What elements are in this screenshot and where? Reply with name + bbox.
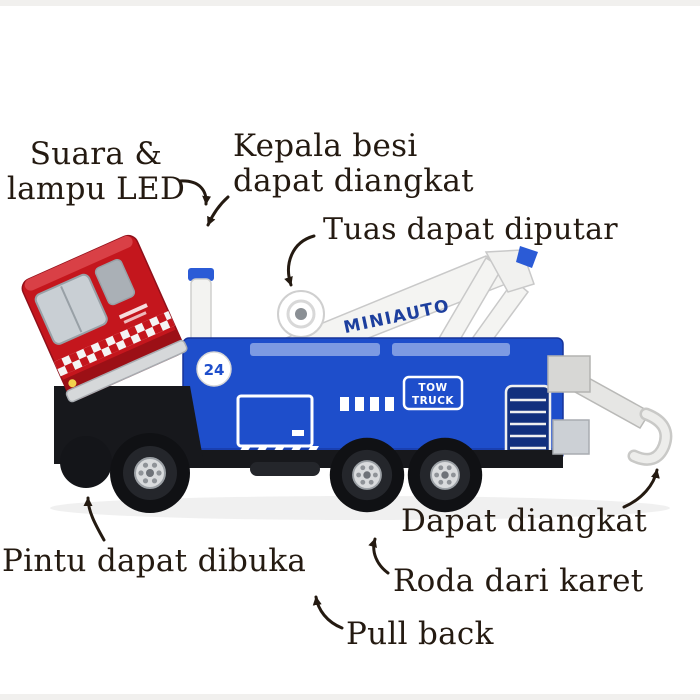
label-suara-line2: lampu LED (6, 171, 186, 207)
arrow-liftable (622, 468, 660, 509)
arrow-lever (284, 234, 316, 287)
label-suara-lampu-led: Suara & lampu LED (0, 137, 192, 207)
arrow-pullback (312, 595, 344, 630)
rear-ladder (504, 384, 552, 460)
tow-truck-badge: TOW TRUCK (402, 375, 464, 411)
exhaust-stack (188, 268, 214, 350)
arrow-wheels (368, 537, 390, 575)
tow-truck-badge-line1: TOW (418, 382, 447, 394)
arrow-sound-led (178, 179, 212, 206)
photo-edge-top (0, 0, 700, 6)
label-kepala-besi: Kepala besi dapat diangkat (233, 129, 474, 199)
label-tuas-diputar: Tuas dapat diputar (323, 212, 618, 247)
cab-side-window (94, 259, 136, 306)
service-badge (196, 351, 232, 387)
cab-headlight (68, 379, 77, 388)
label-pintu-dibuka: Pintu dapat dibuka (2, 543, 307, 579)
arrow-iron-head (206, 195, 230, 227)
vent-dashes (340, 397, 394, 411)
annotation-arrows (83, 179, 660, 630)
label-pull-back: Pull back (346, 616, 494, 652)
arrow-door (83, 496, 106, 542)
label-dapat-diangkat: Dapat diangkat (401, 503, 647, 539)
photo-edge-bottom (0, 694, 700, 700)
tilted-cab (21, 234, 188, 403)
service-badge-text: 24 (204, 361, 225, 379)
tow-truck-badge-line2: TRUCK (412, 395, 454, 407)
body-door-panel (236, 394, 314, 448)
cab-checker-stripe (54, 312, 175, 374)
winch-support (547, 355, 591, 393)
label-suara-line1: Suara & (29, 136, 163, 172)
wheels (60, 432, 484, 514)
label-kepala-line2: dapat diangkat (233, 163, 474, 199)
label-roda-karet: Roda dari karet (393, 563, 644, 599)
label-kepala-line1: Kepala besi (233, 128, 418, 164)
